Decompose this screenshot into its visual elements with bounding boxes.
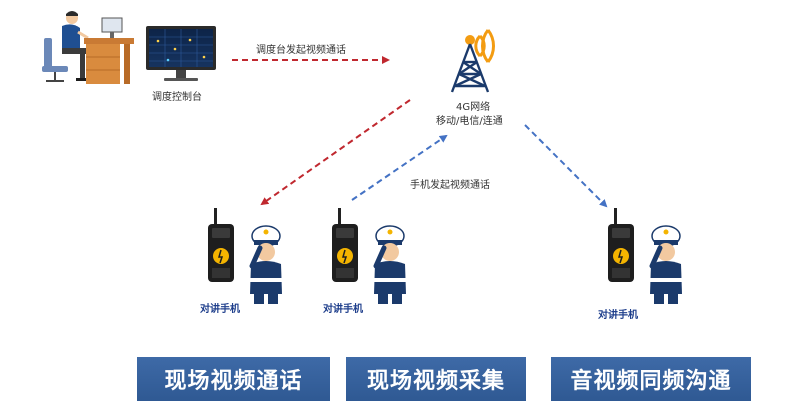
dispatch-console-label: 调度控制台	[152, 92, 202, 103]
phone-call-label: 手机发起视频通话	[410, 180, 490, 191]
radio-officer-left	[208, 208, 282, 304]
banner-video-capture: 现场视频采集	[346, 357, 526, 401]
cell-tower-icon	[450, 29, 495, 93]
radio-officer-middle	[332, 208, 406, 304]
network-label-4g: 4G网络	[456, 102, 491, 113]
arrows	[232, 56, 608, 208]
arrow-tower-to-radio-left	[260, 99, 411, 206]
radio-label-left: 对讲手机	[200, 304, 240, 315]
network-label-carriers: 移动/电信/连通	[436, 116, 503, 127]
banner-av-sync: 音视频同频沟通	[551, 357, 751, 401]
radio-label-right: 对讲手机	[598, 310, 638, 321]
dispatcher-desk-illustration	[42, 11, 134, 84]
dispatch-call-label: 调度台发起视频通话	[256, 45, 346, 56]
radio-label-middle: 对讲手机	[323, 304, 363, 315]
banner-video-call: 现场视频通话	[137, 357, 330, 401]
console-monitor-icon	[146, 26, 216, 81]
arrow-tower-to-radio-right	[524, 124, 608, 208]
arrow-radio-middle-to-tower	[351, 134, 448, 201]
radio-officer-right	[608, 208, 682, 304]
